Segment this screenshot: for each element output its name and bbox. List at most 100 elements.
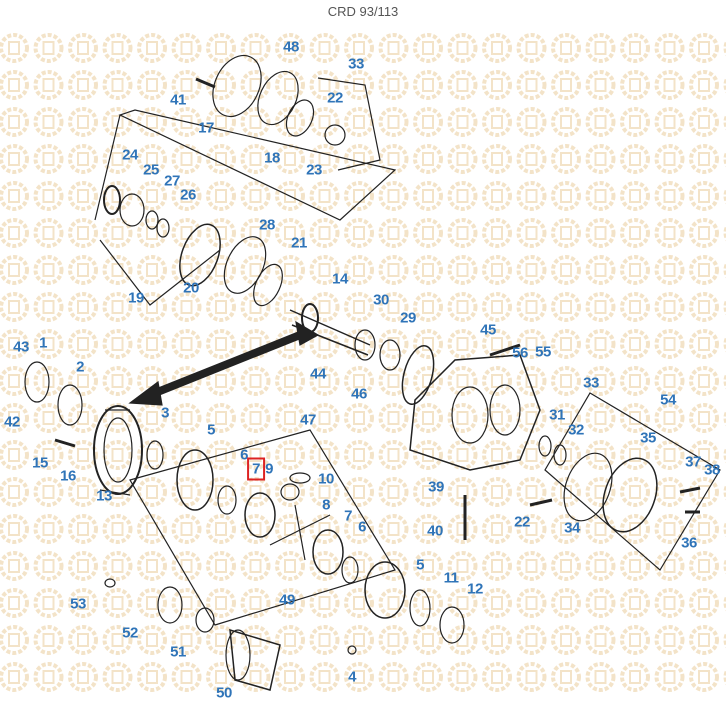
callout-54[interactable]: 54 bbox=[660, 391, 676, 409]
callout-45[interactable]: 45 bbox=[480, 321, 496, 339]
watermark-gear-icon bbox=[516, 292, 547, 322]
watermark-gear-icon bbox=[344, 514, 374, 544]
watermark-gear-icon bbox=[620, 514, 650, 544]
callout-46[interactable]: 46 bbox=[351, 385, 367, 403]
callout-18[interactable]: 18 bbox=[264, 149, 280, 167]
watermark-gear-icon bbox=[413, 625, 443, 655]
callout-17[interactable]: 17 bbox=[198, 119, 214, 137]
callout-16[interactable]: 16 bbox=[60, 467, 76, 485]
watermark-gear-icon bbox=[654, 292, 685, 322]
watermark-gear-icon bbox=[516, 329, 547, 359]
watermark-gear-icon bbox=[68, 33, 98, 63]
watermark-gear-icon bbox=[378, 440, 409, 470]
callout-6[interactable]: 6 bbox=[240, 446, 248, 464]
callout-56[interactable]: 56 bbox=[512, 344, 528, 362]
watermark-gear-icon bbox=[516, 218, 547, 248]
callout-5[interactable]: 5 bbox=[207, 421, 215, 439]
callout-51[interactable]: 51 bbox=[170, 643, 186, 661]
callout-28[interactable]: 28 bbox=[259, 216, 275, 234]
watermark-gear-icon bbox=[585, 255, 616, 285]
callout-3[interactable]: 3 bbox=[161, 404, 169, 422]
callout-13[interactable]: 13 bbox=[96, 487, 112, 505]
watermark-gear-icon bbox=[0, 366, 29, 396]
watermark-gear-icon bbox=[171, 33, 202, 63]
callout-34[interactable]: 34 bbox=[564, 519, 580, 537]
watermark-gear-icon bbox=[654, 144, 685, 174]
callout-38[interactable]: 38 bbox=[704, 461, 720, 479]
callout-22-lower[interactable]: 22 bbox=[514, 513, 530, 531]
callout-39[interactable]: 39 bbox=[428, 478, 444, 496]
callout-2[interactable]: 2 bbox=[76, 358, 84, 376]
watermark-gear-icon bbox=[171, 514, 202, 544]
callout-8[interactable]: 8 bbox=[322, 496, 330, 514]
callout-55[interactable]: 55 bbox=[535, 343, 551, 361]
watermark-gear-icon bbox=[551, 107, 581, 137]
watermark-gear-icon bbox=[516, 440, 547, 470]
callout-15[interactable]: 15 bbox=[32, 454, 48, 472]
callout-14[interactable]: 14 bbox=[332, 270, 348, 288]
watermark-gear-icon bbox=[378, 70, 409, 100]
callout-23[interactable]: 23 bbox=[306, 161, 322, 179]
callout-12[interactable]: 12 bbox=[467, 580, 483, 598]
watermark-gear-icon bbox=[447, 551, 478, 581]
callout-7-highlighted[interactable]: 7 bbox=[247, 457, 265, 481]
watermark-gear-icon bbox=[654, 366, 685, 396]
callout-9[interactable]: 9 bbox=[265, 460, 273, 478]
callout-1[interactable]: 1 bbox=[39, 334, 47, 352]
callout-35[interactable]: 35 bbox=[640, 429, 656, 447]
callout-53[interactable]: 53 bbox=[70, 595, 86, 613]
callout-10[interactable]: 10 bbox=[318, 470, 334, 488]
callout-48[interactable]: 48 bbox=[283, 38, 299, 56]
watermark-gear-icon bbox=[68, 551, 98, 581]
callout-25[interactable]: 25 bbox=[143, 161, 159, 179]
watermark-gear-icon bbox=[33, 625, 64, 655]
callout-44[interactable]: 44 bbox=[310, 365, 326, 383]
callout-26[interactable]: 26 bbox=[180, 186, 196, 204]
callout-30[interactable]: 30 bbox=[373, 291, 389, 309]
watermark-gear-icon bbox=[378, 366, 409, 396]
callout-31[interactable]: 31 bbox=[549, 406, 565, 424]
callout-33[interactable]: 33 bbox=[348, 55, 364, 73]
callout-41[interactable]: 41 bbox=[170, 91, 186, 109]
watermark-gear-icon bbox=[33, 33, 64, 63]
callout-29[interactable]: 29 bbox=[400, 309, 416, 327]
watermark-gear-icon bbox=[33, 181, 64, 211]
watermark-gear-icon bbox=[137, 144, 167, 174]
callout-24[interactable]: 24 bbox=[122, 146, 138, 164]
callout-37[interactable]: 37 bbox=[685, 453, 701, 471]
callout-50[interactable]: 50 bbox=[216, 684, 232, 702]
callout-33-right[interactable]: 33 bbox=[583, 374, 599, 392]
watermark-gear-icon bbox=[33, 107, 64, 137]
watermark-gear-icon bbox=[413, 477, 443, 507]
callout-7-lower[interactable]: 7 bbox=[344, 507, 352, 525]
callout-5-lower[interactable]: 5 bbox=[416, 556, 424, 574]
watermark-gear-icon bbox=[378, 255, 409, 285]
callout-36[interactable]: 36 bbox=[681, 534, 697, 552]
watermark-gear-icon bbox=[102, 625, 133, 655]
watermark-gear-icon bbox=[171, 107, 202, 137]
callout-20[interactable]: 20 bbox=[183, 279, 199, 297]
callout-4[interactable]: 4 bbox=[348, 668, 356, 686]
callout-42[interactable]: 42 bbox=[4, 413, 20, 431]
callout-52[interactable]: 52 bbox=[122, 624, 138, 642]
callout-27[interactable]: 27 bbox=[164, 172, 180, 190]
callout-32[interactable]: 32 bbox=[568, 421, 584, 439]
watermark-gear-icon bbox=[585, 366, 616, 396]
callout-47[interactable]: 47 bbox=[300, 411, 316, 429]
watermark-gear-icon bbox=[378, 181, 409, 211]
callout-40[interactable]: 40 bbox=[427, 522, 443, 540]
callout-49[interactable]: 49 bbox=[279, 591, 295, 609]
callout-19[interactable]: 19 bbox=[128, 289, 144, 307]
callout-43[interactable]: 43 bbox=[13, 338, 29, 356]
watermark-gear-icon bbox=[33, 514, 64, 544]
watermark-gear-icon bbox=[585, 107, 616, 137]
watermark-gear-icon bbox=[309, 366, 340, 396]
gasket-part bbox=[257, 70, 299, 126]
callout-22[interactable]: 22 bbox=[327, 89, 343, 107]
callout-6-lower[interactable]: 6 bbox=[358, 518, 366, 536]
watermark-gear-icon bbox=[413, 255, 443, 285]
watermark-gear-icon bbox=[447, 292, 478, 322]
callout-21[interactable]: 21 bbox=[291, 234, 307, 252]
callout-11[interactable]: 11 bbox=[443, 569, 459, 587]
